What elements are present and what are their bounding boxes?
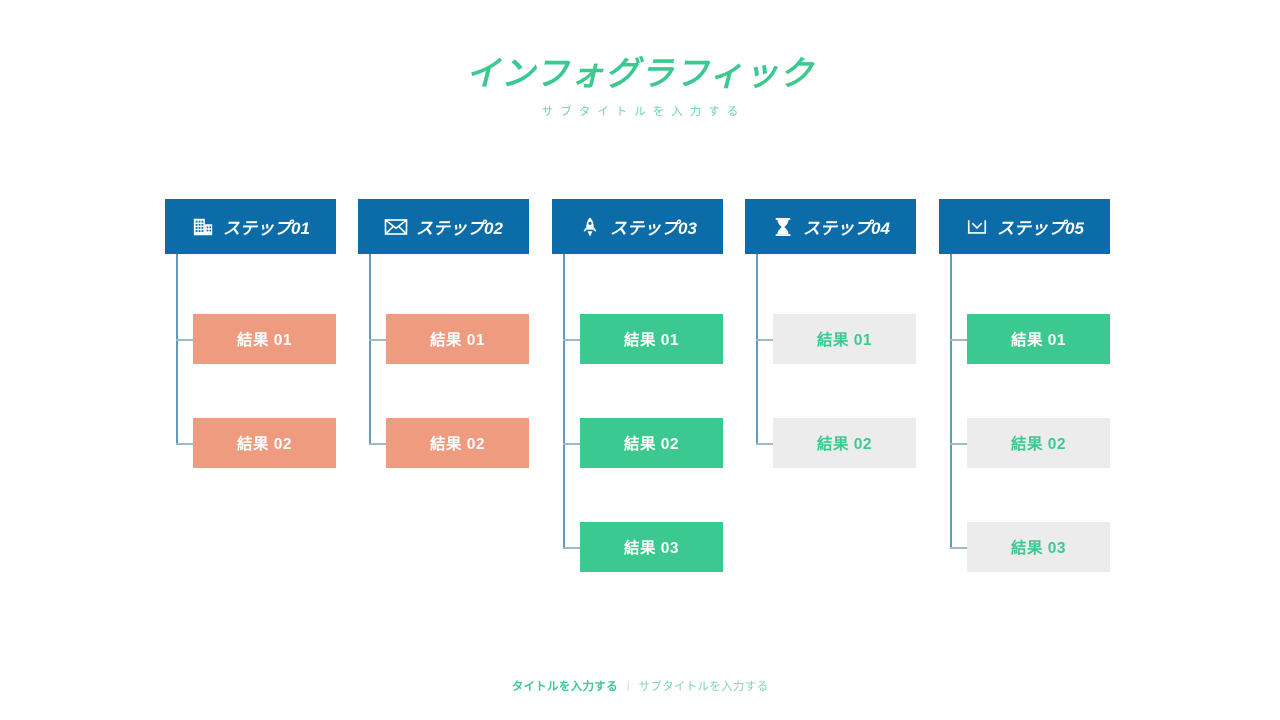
footer-title: タイトルを入力する — [511, 681, 618, 693]
step-column: ステップ01 結果 01 結果 02 — [165, 199, 358, 629]
result-label: 結果 02 — [236, 436, 293, 453]
connector-line-horizontal — [756, 443, 784, 445]
page-header: インフォグラフィック サブタイトルを入力する — [0, 55, 1280, 119]
step-header-1[interactable]: ステップ01 — [165, 199, 336, 254]
step-column: ステップ02 結果 01 結果 02 — [358, 199, 551, 629]
footer-divider: | — [626, 680, 630, 692]
page-title: インフォグラフィック — [465, 55, 815, 93]
result-box[interactable]: 結果 01 — [386, 314, 529, 364]
step-column: ステップ04 結果 01 結果 02 — [745, 199, 938, 629]
result-box[interactable]: 結果 01 — [193, 314, 336, 364]
step-label: ステップ01 — [223, 219, 310, 238]
hourglass-icon — [771, 215, 795, 239]
step-label: ステップ05 — [997, 219, 1084, 238]
connector-line-horizontal — [950, 547, 978, 549]
connector-line-vertical — [563, 254, 565, 547]
step-label: ステップ02 — [416, 219, 503, 238]
result-label: 結果 01 — [429, 332, 486, 349]
result-label: 結果 02 — [623, 436, 680, 453]
step-label: ステップ03 — [610, 219, 697, 238]
result-label: 結果 01 — [623, 332, 680, 349]
connector-line-vertical — [756, 254, 758, 443]
step-column: ステップ05 結果 01 結果 02 結果 03 — [939, 199, 1132, 629]
connector-line-horizontal — [369, 339, 397, 341]
result-box[interactable]: 結果 01 — [967, 314, 1110, 364]
result-label: 結果 02 — [1010, 436, 1067, 453]
result-box[interactable]: 結果 02 — [580, 418, 723, 468]
result-box[interactable]: 結果 02 — [193, 418, 336, 468]
step-column: ステップ03 結果 01 結果 02 結果 03 — [552, 199, 745, 629]
connector-line-vertical — [369, 254, 371, 443]
result-label: 結果 03 — [1010, 540, 1067, 557]
page-subtitle: サブタイトルを入力する — [541, 106, 746, 119]
result-label: 結果 02 — [816, 436, 873, 453]
result-label: 結果 02 — [429, 436, 486, 453]
connector-line-horizontal — [950, 339, 978, 341]
result-label: 結果 01 — [816, 332, 873, 349]
building-icon — [191, 215, 215, 239]
connector-line-horizontal — [563, 339, 591, 341]
step-header-4[interactable]: ステップ04 — [745, 199, 916, 254]
connector-line-vertical — [950, 254, 952, 547]
result-box[interactable]: 結果 02 — [386, 418, 529, 468]
step-header-3[interactable]: ステップ03 — [552, 199, 723, 254]
connector-line-horizontal — [369, 443, 397, 445]
envelope-icon — [384, 215, 408, 239]
page-footer: タイトルを入力する | サブタイトルを入力する — [0, 678, 1280, 694]
result-box[interactable]: 結果 02 — [773, 418, 916, 468]
result-label: 結果 01 — [236, 332, 293, 349]
result-box[interactable]: 結果 03 — [580, 522, 723, 572]
connector-line-vertical — [176, 254, 178, 443]
step-header-5[interactable]: ステップ05 — [939, 199, 1110, 254]
connector-line-horizontal — [176, 339, 204, 341]
inbox-tray-icon — [965, 215, 989, 239]
footer-subtitle: サブタイトルを入力する — [638, 681, 769, 693]
result-label: 結果 03 — [623, 540, 680, 557]
step-label: ステップ04 — [803, 219, 890, 238]
result-label: 結果 01 — [1010, 332, 1067, 349]
connector-line-horizontal — [950, 443, 978, 445]
connector-line-horizontal — [756, 339, 784, 341]
result-box[interactable]: 結果 03 — [967, 522, 1110, 572]
connector-line-horizontal — [563, 443, 591, 445]
step-header-2[interactable]: ステップ02 — [358, 199, 529, 254]
result-box[interactable]: 結果 02 — [967, 418, 1110, 468]
rocket-icon — [578, 215, 602, 239]
connector-line-horizontal — [176, 443, 204, 445]
result-box[interactable]: 結果 01 — [773, 314, 916, 364]
connector-line-horizontal — [563, 547, 591, 549]
result-box[interactable]: 結果 01 — [580, 314, 723, 364]
